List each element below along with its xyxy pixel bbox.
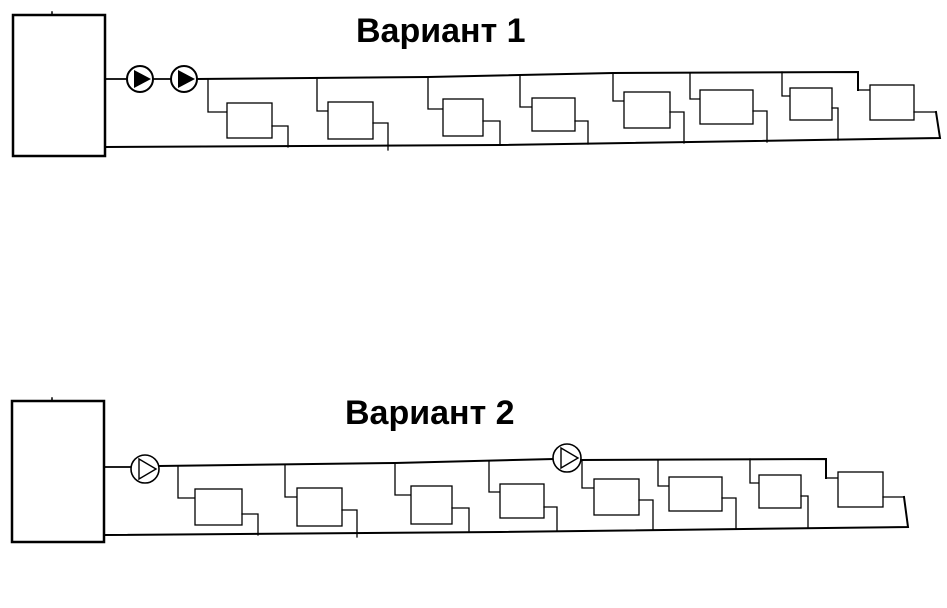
pump-icon [126,65,154,93]
radiator [699,89,754,125]
variant-2-title: Вариант 2 [345,394,515,432]
variant-1-title: Вариант 1 [356,12,526,50]
radiator [499,483,545,519]
pump-icon [130,454,160,484]
boiler-1 [11,13,107,158]
radiator [837,471,884,508]
pump-icon [170,65,198,93]
radiator [442,98,484,137]
radiator-group [177,458,905,538]
return-pipe [102,495,910,537]
radiator [758,474,802,509]
pump-icon [552,443,582,473]
radiator [194,488,243,526]
variant-2-scheme: Вариант 2 [10,394,910,544]
radiator [869,84,915,121]
radiator [668,476,723,512]
radiator [789,87,833,121]
radiator [531,97,576,132]
boiler-2 [10,399,106,544]
variant-1-scheme: Вариант 1 [11,11,942,158]
radiator-group [207,71,937,151]
radiator [296,487,343,527]
supply-pipe [157,457,555,468]
return-pipe [103,110,942,149]
radiator [327,101,374,140]
radiator [623,91,671,129]
radiator [593,478,640,516]
supply-pipe [195,70,859,91]
radiator [410,485,453,525]
radiator [226,102,273,139]
